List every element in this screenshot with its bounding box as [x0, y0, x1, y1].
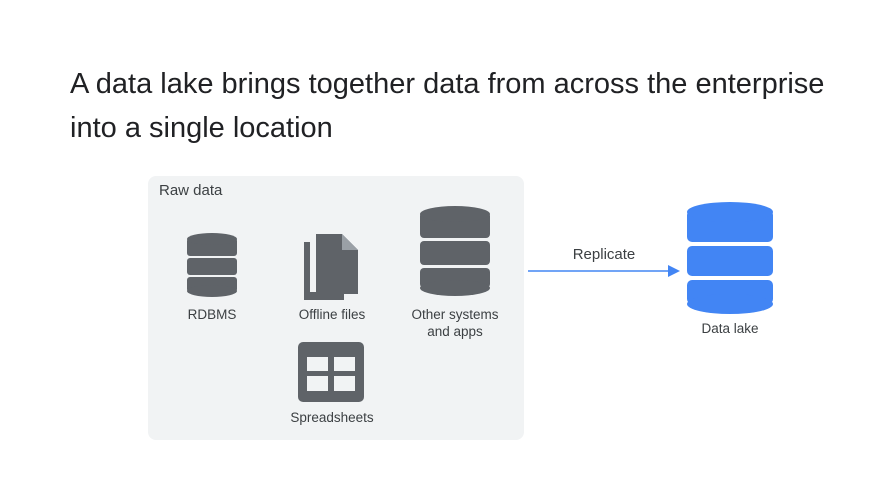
other-systems-label-line2: and apps [427, 324, 483, 339]
rdbms-label: RDBMS [187, 307, 237, 322]
page-title: A data lake brings together data from ac… [70, 68, 825, 144]
offline-files-label: Offline files [298, 307, 366, 322]
data-lake-label: Data lake [701, 321, 759, 336]
arrow-right-icon [528, 264, 682, 278]
files-icon [300, 232, 364, 302]
spreadsheets-label: Spreadsheets [290, 410, 374, 425]
rdbms-icon [185, 232, 239, 298]
raw-data-label: Raw data [159, 182, 223, 199]
data-lake-database-icon [684, 200, 776, 316]
spreadsheet-icon [298, 342, 364, 402]
other-systems-label-line1: Other systems [411, 307, 499, 322]
replicate-label: Replicate [572, 246, 636, 263]
other-systems-database-icon [418, 204, 492, 298]
